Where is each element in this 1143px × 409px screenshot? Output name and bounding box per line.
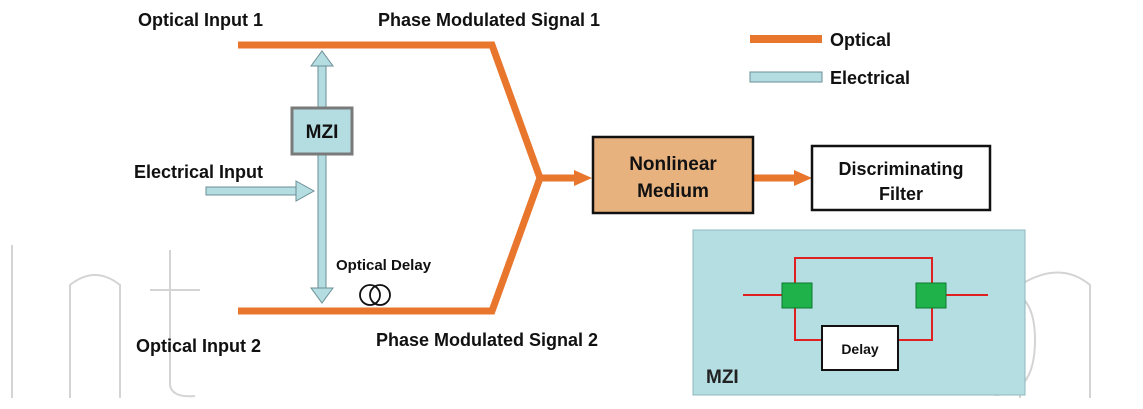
- electrical-arrow-up-head: [310, 50, 334, 67]
- mzi-inset-coupler-left: [781, 282, 813, 309]
- legend-electrical-label: Electrical: [830, 68, 910, 88]
- nonlinear-medium-label-line1: Nonlinear: [629, 154, 717, 175]
- legend: Optical Electrical: [749, 30, 910, 88]
- discriminating-filter-label-line1: Discriminating: [838, 159, 963, 179]
- legend-optical-label: Optical: [830, 30, 891, 50]
- mzi-inset-title: MZI: [706, 367, 739, 388]
- nonlinear-medium-rect: [591, 135, 755, 215]
- electrical-signals: MZI: [205, 50, 354, 304]
- delay-coil-loop-2: [369, 284, 391, 306]
- optical-paths: [238, 41, 812, 315]
- electrical-input-bar: [205, 186, 299, 196]
- nonlinear-medium-box: Nonlinear Medium: [591, 135, 755, 215]
- optical-arrow-to-filter-head: [794, 170, 812, 186]
- discriminating-filter-rect: [810, 144, 992, 212]
- mzi-inset-lower-arm-left: [794, 307, 822, 341]
- optical-delay-label: Optical Delay: [336, 257, 432, 274]
- optical-path-lower: [238, 176, 544, 315]
- mzi-inset-delay-box: [821, 325, 899, 371]
- optical-input-2-label: Optical Input 2: [136, 336, 261, 356]
- discriminating-filter-label-line2: Filter: [879, 184, 923, 204]
- mzi-inset-delay-label: Delay: [841, 341, 879, 357]
- optical-path-upper: [238, 41, 544, 180]
- phase-signal-2-label: Phase Modulated Signal 2: [376, 330, 598, 350]
- legend-electrical-swatch: [749, 71, 823, 83]
- optical-arrow-to-nonlinear-head: [574, 170, 592, 186]
- discriminating-filter-box: Discriminating Filter: [810, 144, 992, 212]
- electrical-input-arrow-head: [295, 180, 316, 202]
- phase-signal-1-label: Phase Modulated Signal 1: [378, 10, 600, 30]
- optical-delay-coil: [359, 284, 391, 306]
- electrical-arrow-down-head: [310, 287, 334, 304]
- mzi-box-label: MZI: [306, 122, 339, 143]
- nonlinear-medium-label-line2: Medium: [637, 181, 709, 202]
- mzi-inset: Delay MZI: [692, 229, 1026, 396]
- electrical-input-label: Electrical Input: [134, 162, 263, 182]
- legend-optical-swatch: [750, 35, 822, 43]
- optical-input-1-label: Optical Input 1: [138, 10, 263, 30]
- mzi-inset-lower-arm-right: [898, 307, 933, 341]
- mzi-box: [290, 106, 354, 156]
- electrical-vertical-bar: [317, 63, 327, 291]
- mzi-inset-coupler-right: [915, 282, 947, 309]
- mzi-inset-upper-arm: [794, 257, 933, 283]
